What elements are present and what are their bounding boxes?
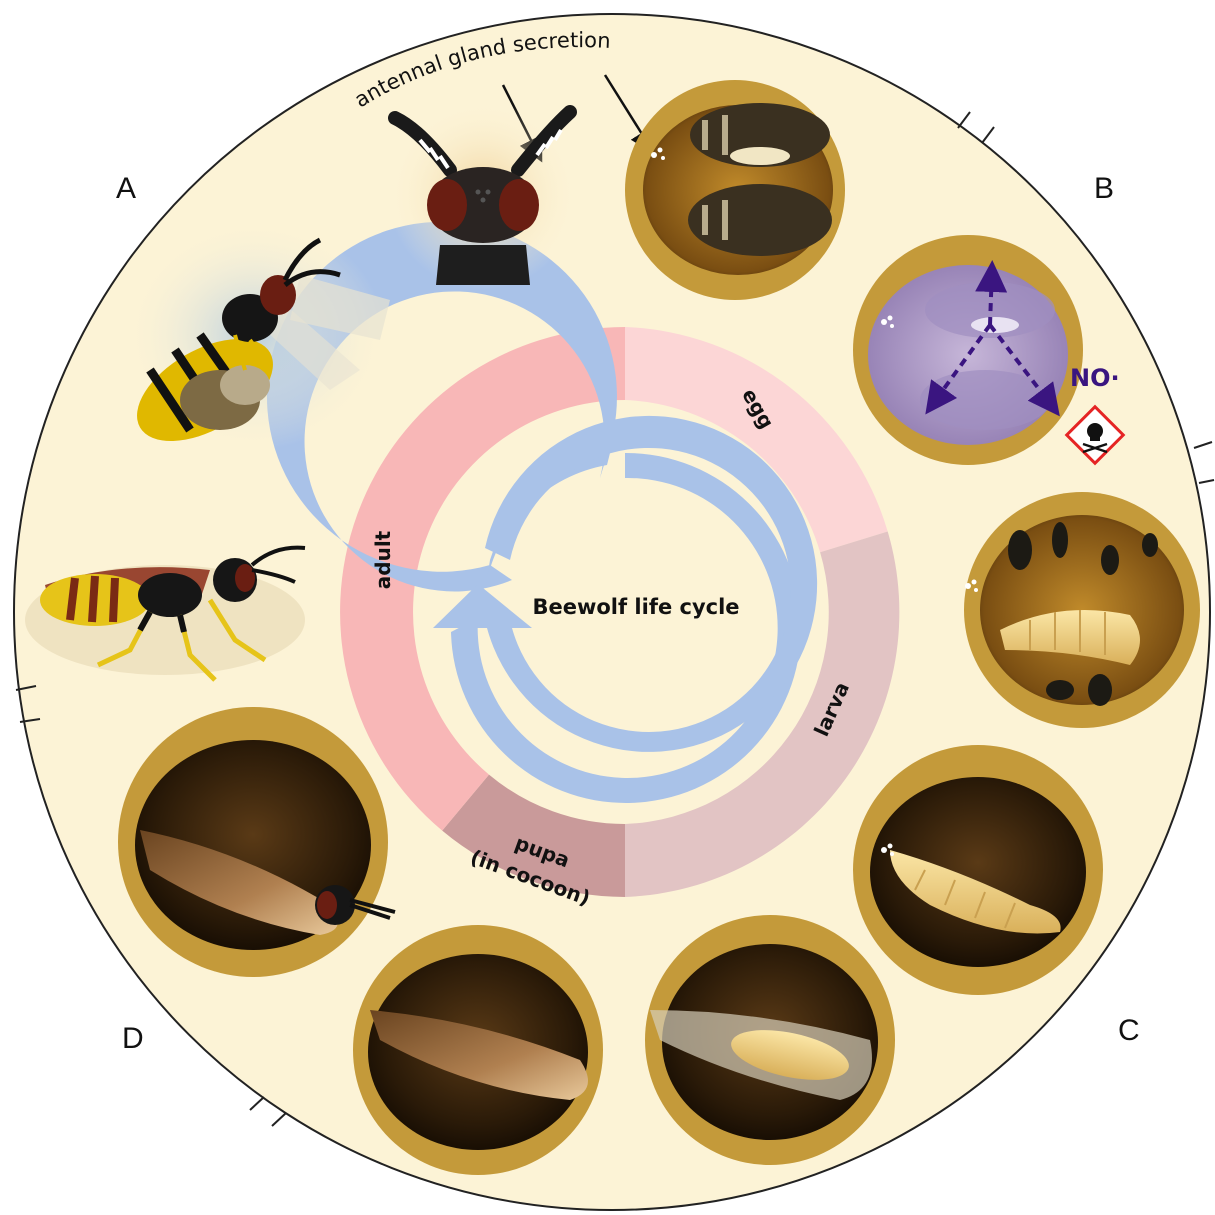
nitric-oxide-label: NO·: [1070, 364, 1120, 392]
brood-cell-pupa-cocoon: [353, 925, 603, 1175]
stage-label-adult: adult: [371, 530, 395, 589]
brood-cell-larva-feeding: [964, 492, 1200, 728]
brood-cell-egg-on-bees: [625, 80, 845, 300]
panel-label-d: D: [122, 1022, 144, 1055]
brood-cell-grown-larva: [853, 745, 1103, 995]
brood-cell-cocoon-spinning: [645, 915, 895, 1165]
panel-label-c: C: [1118, 1014, 1140, 1047]
beewolf-head-illustration: [388, 100, 578, 290]
panel-label-b: B: [1094, 172, 1114, 205]
brood-cell-no-fumigation: [853, 235, 1083, 465]
diagram-title: Beewolf life cycle: [532, 595, 739, 619]
panel-label-a: A: [116, 172, 136, 205]
